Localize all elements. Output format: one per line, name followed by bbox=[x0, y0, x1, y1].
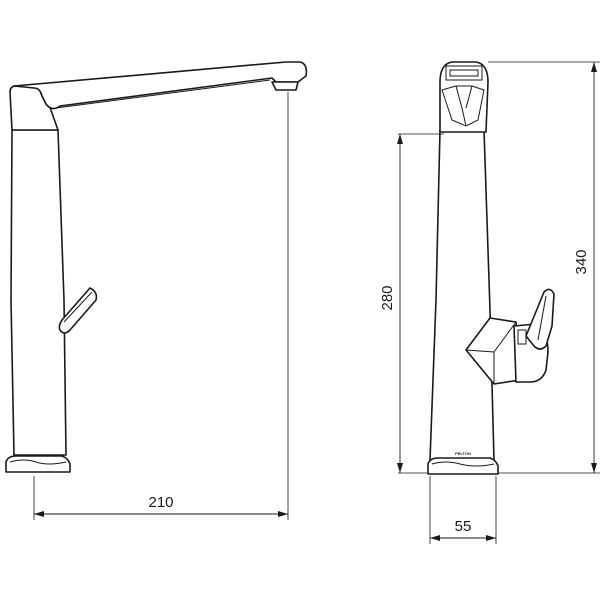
side-width-label: 55 bbox=[455, 518, 472, 535]
front-view bbox=[5, 61, 308, 473]
side-cartridge-ring bbox=[517, 329, 527, 345]
front-width-label: 210 bbox=[148, 494, 173, 511]
front-lever bbox=[58, 287, 98, 334]
side-width-dimension: 55 bbox=[429, 476, 497, 544]
side-view: PELTON bbox=[427, 61, 555, 475]
front-spout bbox=[13, 61, 308, 110]
front-aerator bbox=[271, 81, 299, 91]
side-lever bbox=[525, 288, 555, 350]
front-width-dimension: 210 bbox=[33, 92, 289, 520]
side-height-dimensions: 280 340 bbox=[379, 61, 600, 474]
front-lever-detail bbox=[63, 291, 93, 323]
side-base-detail bbox=[431, 461, 495, 467]
front-base-detail bbox=[9, 459, 67, 465]
front-spout-detail bbox=[39, 79, 271, 110]
front-base bbox=[5, 455, 71, 473]
side-lever-mount-detail bbox=[465, 321, 517, 384]
side-spout-top bbox=[445, 65, 483, 81]
side-spout-slot bbox=[449, 69, 479, 77]
brand-mark: PELTON bbox=[455, 451, 471, 456]
side-height-280-label: 280 bbox=[379, 285, 396, 310]
side-base bbox=[427, 457, 499, 475]
side-body bbox=[429, 129, 495, 461]
side-spout-head bbox=[439, 61, 489, 133]
side-lever-detail bbox=[537, 295, 547, 341]
side-spout-facet2 bbox=[455, 85, 473, 127]
side-spout-facet bbox=[441, 85, 485, 127]
front-body bbox=[10, 129, 67, 456]
side-height-340-label: 340 bbox=[573, 249, 590, 274]
